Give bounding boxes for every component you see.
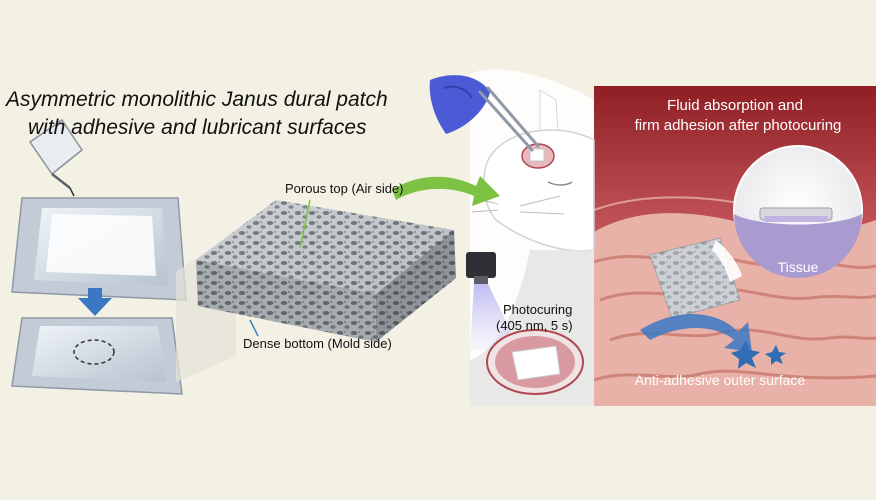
porous-top-label: Porous top (Air side) bbox=[285, 181, 404, 196]
cell-icons bbox=[731, 340, 786, 369]
tissue-label: Tissue bbox=[777, 259, 819, 275]
panel-heading-line1: Fluid absorption and bbox=[667, 97, 803, 114]
patch-in-panel bbox=[649, 237, 742, 319]
porous-top-leader bbox=[299, 199, 311, 249]
porous-patch-3d bbox=[196, 200, 456, 342]
photocuring-label-line1: Photocuring bbox=[503, 302, 573, 317]
dense-bottom-label: Dense bottom (Mold side) bbox=[243, 336, 392, 351]
light-source-icon bbox=[466, 252, 520, 350]
flow-arrow-icon bbox=[640, 313, 752, 352]
tissue-bubble bbox=[733, 145, 863, 278]
dense-bottom-leader bbox=[249, 319, 259, 337]
down-arrow-icon bbox=[78, 288, 112, 316]
mold-tray-top bbox=[11, 197, 187, 301]
title-line-2: with adhesive and lubricant surfaces bbox=[28, 116, 367, 139]
syringe-icon bbox=[28, 118, 84, 197]
mold-tray-bottom bbox=[11, 317, 183, 395]
craniotomy-site bbox=[486, 329, 584, 395]
transfer-arrow-icon bbox=[392, 176, 500, 206]
panel-heading-line2: firm adhesion after photocuring bbox=[634, 117, 842, 134]
outer-surface-label: Anti-adhesive outer surface bbox=[634, 372, 806, 388]
gloved-hand-icon bbox=[429, 75, 540, 152]
title-line-1: Asymmetric monolithic Janus dural patch bbox=[6, 88, 388, 111]
photocuring-label-line2: (405 nm, 5 s) bbox=[496, 318, 573, 333]
